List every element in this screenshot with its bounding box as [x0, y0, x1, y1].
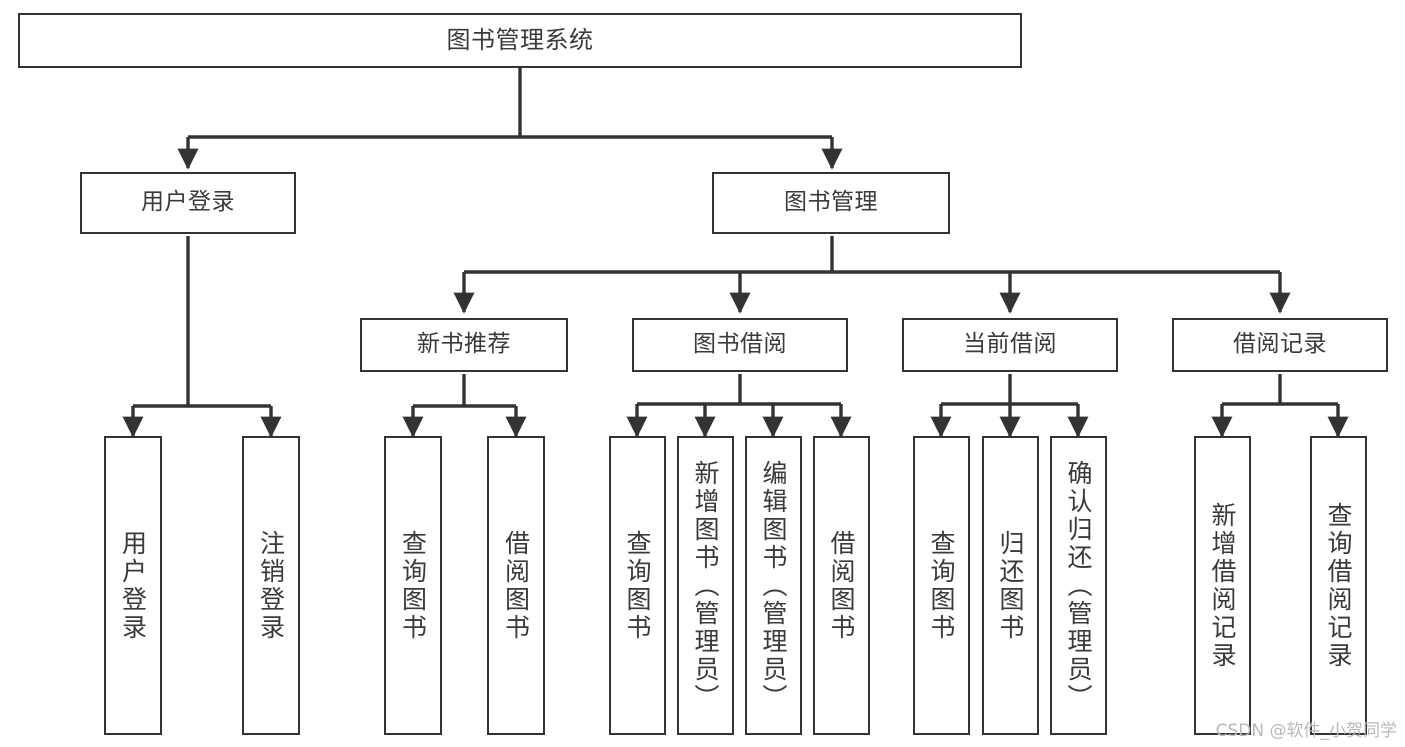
node-label: 查询图书: [623, 529, 652, 642]
leaf-borrow-record-add[interactable]: 新增借阅记录: [1194, 436, 1251, 735]
leaf-book-borrow-borrow[interactable]: 借阅图书: [813, 436, 870, 735]
node-label: 编辑图书（管理员）: [759, 459, 788, 712]
node-label: 借阅图书: [501, 529, 531, 642]
node-label: 查询借阅记录: [1324, 501, 1353, 670]
leaf-book-borrow-add[interactable]: 新增图书（管理员）: [677, 436, 734, 735]
node-root-system[interactable]: 图书管理系统: [18, 13, 1022, 68]
node-label: 注销登录: [256, 529, 286, 642]
leaf-borrow-record-query[interactable]: 查询借阅记录: [1310, 436, 1367, 735]
leaf-book-borrow-query[interactable]: 查询图书: [609, 436, 666, 735]
leaf-new-book-borrow[interactable]: 借阅图书: [487, 436, 545, 735]
node-label: 新书推荐: [417, 331, 511, 358]
node-user-login[interactable]: 用户登录: [80, 172, 296, 234]
node-label: 查询图书: [927, 529, 956, 642]
node-new-book-recommend[interactable]: 新书推荐: [360, 318, 568, 372]
leaf-user-login-login[interactable]: 用户登录: [104, 436, 162, 735]
node-label: 查询图书: [398, 529, 428, 642]
csdn-watermark: CSDN @软件_小贺同学: [1215, 721, 1397, 741]
node-label: 图书借阅: [693, 331, 787, 358]
leaf-book-borrow-edit[interactable]: 编辑图书（管理员）: [745, 436, 802, 735]
leaf-current-borrow-confirm-return[interactable]: 确认归还（管理员）: [1050, 436, 1107, 735]
node-label: 新增借阅记录: [1208, 501, 1237, 670]
node-label: 当前借阅: [963, 331, 1057, 358]
leaf-new-book-query[interactable]: 查询图书: [384, 436, 442, 735]
node-label: 图书管理系统: [446, 26, 594, 55]
node-book-borrow[interactable]: 图书借阅: [632, 318, 848, 372]
node-borrow-record[interactable]: 借阅记录: [1172, 318, 1388, 372]
node-current-borrow[interactable]: 当前借阅: [902, 318, 1118, 372]
leaf-user-login-logout[interactable]: 注销登录: [242, 436, 300, 735]
node-label: 用户登录: [118, 529, 148, 642]
node-label: 用户登录: [141, 189, 235, 216]
leaf-current-borrow-return[interactable]: 归还图书: [982, 436, 1039, 735]
node-label: 新增图书（管理员）: [691, 459, 720, 712]
node-book-management[interactable]: 图书管理: [712, 172, 950, 234]
node-label: 归还图书: [996, 529, 1025, 642]
node-label: 借阅图书: [827, 529, 856, 642]
leaf-current-borrow-query[interactable]: 查询图书: [913, 436, 970, 735]
node-label: 图书管理: [784, 189, 878, 216]
node-label: 借阅记录: [1233, 331, 1327, 358]
node-label: 确认归还（管理员）: [1064, 459, 1093, 712]
